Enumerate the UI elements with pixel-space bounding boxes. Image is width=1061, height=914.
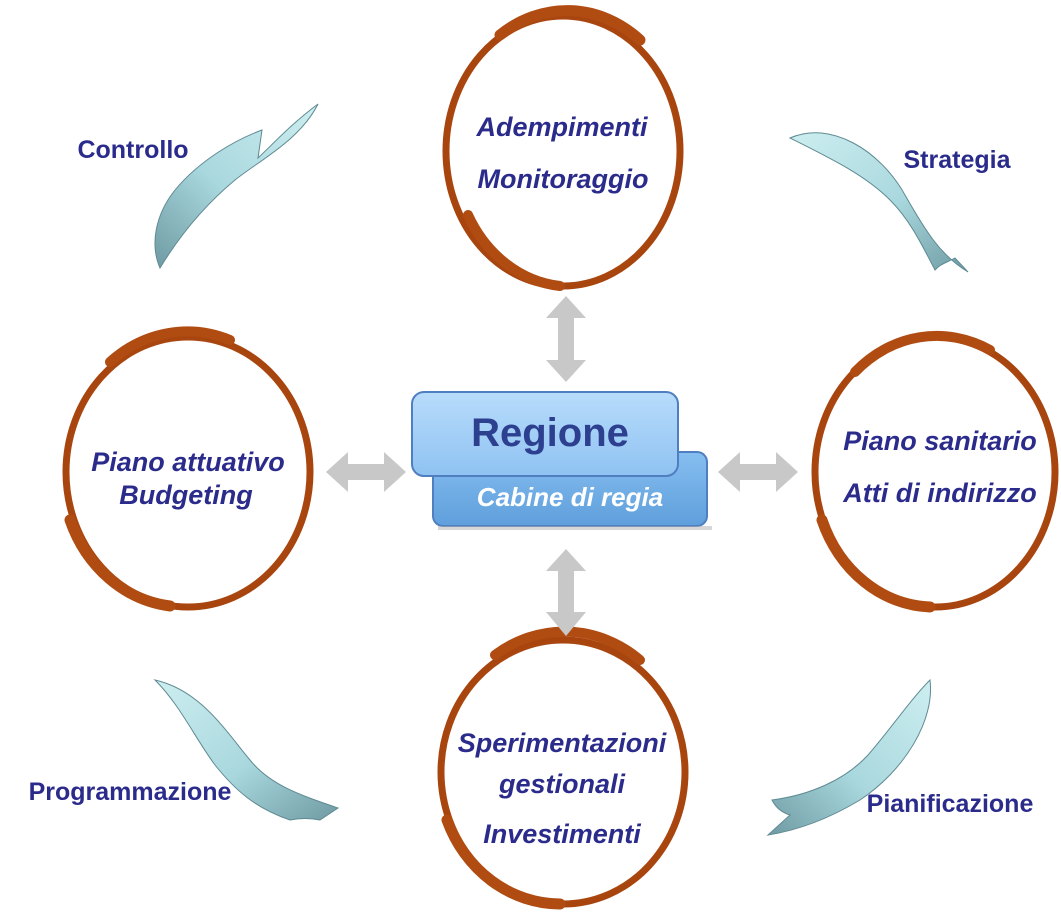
swoosh-arrow-bottom-right	[766, 678, 932, 836]
swoosh-arrow-bottom-left	[153, 679, 340, 821]
swoosh-arrow-top-left	[154, 103, 319, 270]
node-top: Adempimenti Monitoraggio	[442, 5, 684, 291]
center-box-front	[411, 391, 679, 477]
node-top-line1: Adempimenti	[475, 112, 648, 142]
node-right-line1: Piano sanitario	[843, 426, 1037, 456]
double-arrow-up	[546, 296, 586, 382]
node-bottom: Sperimentazioni gestionali Investimenti	[437, 626, 689, 910]
label-strategia: Strategia	[904, 146, 1012, 174]
label-pianificazione: Pianificazione	[867, 790, 1034, 818]
double-arrow-left	[326, 452, 406, 492]
double-arrow-down	[546, 549, 586, 636]
center-box-group: Regione Cabine di regia	[411, 391, 712, 530]
center-subtitle: Cabine di regia	[477, 482, 663, 512]
label-programmazione: Programmazione	[29, 778, 232, 806]
node-right-line2: Atti di indirizzo	[842, 478, 1036, 508]
node-left: Piano attuativo Budgeting	[62, 326, 314, 612]
node-bottom-line1: Sperimentazioni	[458, 728, 667, 758]
ring-left	[62, 333, 314, 611]
node-top-line2: Monitoraggio	[478, 164, 649, 194]
center-title: Regione	[471, 411, 629, 455]
node-left-line2: Budgeting	[119, 480, 253, 510]
label-controllo: Controllo	[77, 136, 188, 164]
node-left-line1: Piano attuativo	[91, 447, 285, 477]
node-bottom-line3: Investimenti	[483, 819, 641, 849]
node-right: Piano sanitario Atti di indirizzo	[811, 331, 1059, 613]
double-arrow-right	[718, 452, 798, 492]
swoosh-arrow-top-right	[788, 132, 969, 273]
node-bottom-line2: gestionali	[498, 769, 626, 799]
